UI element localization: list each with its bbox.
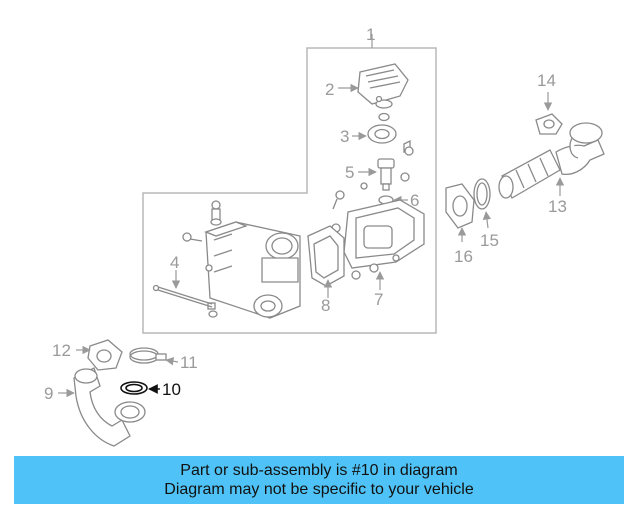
callout-11: 11: [180, 353, 198, 372]
callout-7: 7: [374, 290, 383, 309]
callout-10: 10: [162, 380, 181, 399]
callout-16: 16: [454, 247, 473, 266]
part-7-housing: [331, 199, 425, 280]
egr-cooler-body: [182, 200, 301, 319]
callout-4: 4: [170, 253, 179, 272]
part-12-gasket: [87, 339, 123, 371]
callout-13: 13: [548, 197, 567, 216]
callout-2: 2: [325, 80, 334, 99]
callout-9: 9: [44, 384, 53, 403]
callout-8: 8: [321, 296, 330, 315]
part-8-plate: [307, 225, 345, 287]
callout-6: 6: [410, 191, 419, 210]
callout-12: 12: [52, 341, 71, 360]
callout-5: 5: [345, 163, 354, 182]
part-11-clamp: [129, 347, 167, 364]
callout-1: 1: [366, 25, 375, 44]
leader-15: [482, 211, 492, 229]
part-3-gasket: [367, 112, 411, 154]
parts-diagram: 1 2 3 5 6 4 8 7 14 13 16 15 12 11 9 10: [44, 25, 605, 447]
part-10-gasket: [120, 381, 148, 395]
part-15-clamp: [473, 178, 491, 210]
assembly-boundary: [142, 47, 437, 334]
part-4-rod: [152, 284, 218, 318]
part-9-pipe: [73, 367, 146, 447]
callout-3: 3: [340, 127, 349, 146]
banner-line-1: Part or sub-assembly is #10 in diagram: [180, 462, 458, 479]
callout-14: 14: [537, 71, 556, 90]
leader-11: [165, 357, 179, 366]
part-5-sensor: [332, 146, 414, 210]
banner-line-2: Diagram may not be specific to your vehi…: [164, 481, 474, 498]
info-banner: Part or sub-assembly is #10 in diagram D…: [14, 456, 624, 504]
part-13-pipe: [498, 122, 605, 199]
part-16-flange: [445, 183, 475, 229]
part-2-actuator: [357, 63, 409, 109]
callout-15: 15: [480, 231, 499, 250]
part-14-gasket: [535, 113, 563, 135]
